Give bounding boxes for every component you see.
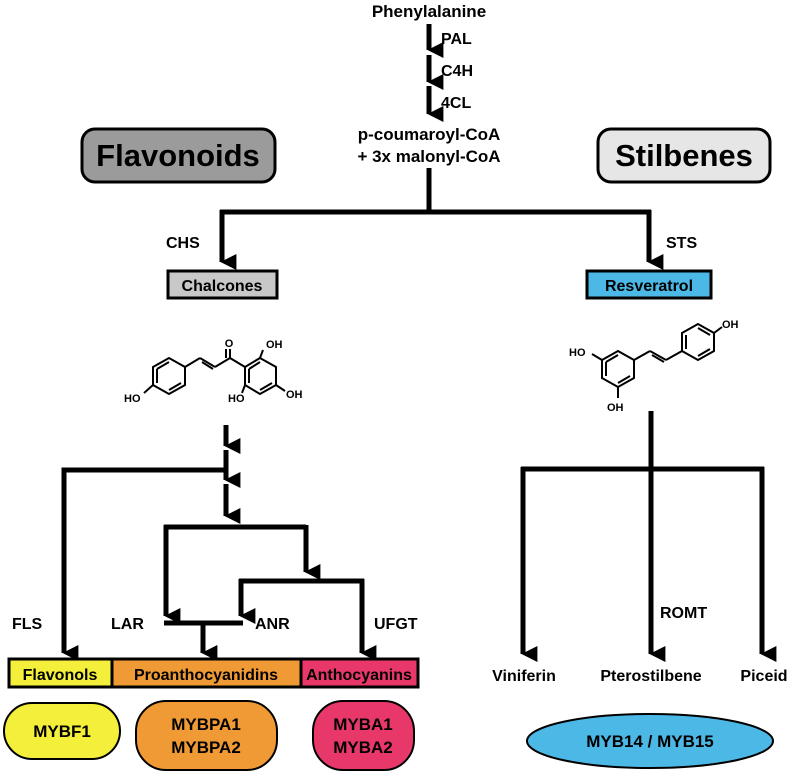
c4h-label: C4H: [441, 63, 473, 80]
precursor-line1: p-coumaroyl-CoA: [358, 125, 501, 144]
myba1-label: MYBA1: [333, 715, 393, 734]
mybf1-label: MYBF1: [33, 722, 91, 741]
mybpa2-label: MYBPA2: [171, 738, 241, 757]
4cl-label: 4CL: [441, 95, 471, 112]
myb14-15-label: MYB14 / MYB15: [586, 732, 714, 751]
stilbenes-box: [596, 127, 772, 184]
romt-label: ROMT: [660, 605, 707, 622]
mybf1-pill: [3, 702, 121, 760]
lar-label: LAR: [111, 616, 144, 633]
proanthocyanidins-box: [112, 659, 301, 687]
chalcone-carbonyl-o: O: [225, 338, 234, 350]
resveratrol-structure: [591, 322, 723, 398]
pterostilbene-label: Pterostilbene: [600, 668, 701, 685]
chalcones-box: [166, 269, 279, 300]
product-bar-outline: [7, 657, 420, 689]
resveratrol-label: Resveratrol: [605, 278, 693, 295]
resveratrol-oh-bottom: OH: [607, 402, 624, 414]
proanthocyanidins-label: Proanthocyanidins: [134, 667, 278, 684]
pal-label: PAL: [441, 31, 472, 48]
resveratrol-ho-left: HO: [569, 347, 586, 359]
flavonoids-label: Flavonoids: [96, 138, 260, 173]
myba-pill: [312, 700, 415, 771]
resveratrol-oh-top: OH: [722, 319, 739, 331]
anthocyanins-label: Anthocyanins: [306, 667, 412, 684]
chalcone-oh-top: OH: [266, 339, 283, 351]
flavonols-box: [9, 659, 112, 687]
resveratrol-box: [585, 269, 713, 300]
stilbene-branch-lines: [520, 411, 777, 663]
flavonols-label: Flavonols: [23, 667, 98, 684]
sts-label: STS: [666, 235, 697, 252]
fls-arrow: [61, 467, 226, 662]
ufgt-label: UFGT: [374, 616, 418, 633]
phenylalanine-label: Phenylalanine: [372, 2, 486, 21]
chs-label: CHS: [166, 235, 200, 252]
resveratrol-ring-a: [601, 349, 635, 389]
piceid-label: Piceid: [740, 668, 787, 685]
chalcone-oh-right: OH: [286, 389, 303, 401]
flavonoids-box: [80, 127, 277, 184]
anr-label: ANR: [255, 616, 290, 633]
chalcone-ho-bottom: HO: [228, 393, 245, 405]
myb14-15-ellipse: [526, 713, 774, 769]
mybpa-pill: [135, 700, 278, 771]
chalcone-ho-left: HO: [124, 393, 141, 405]
flavonoid-branch-lines: [61, 425, 377, 662]
anthocyanins-box: [301, 659, 418, 687]
fls-label: FLS: [12, 616, 43, 633]
viniferin-label: Viniferin: [492, 668, 556, 685]
stilbenes-label: Stilbenes: [615, 138, 753, 173]
myba2-label: MYBA2: [333, 738, 393, 757]
precursor-line2: + 3x malonyl-CoA: [357, 147, 500, 166]
chalcone-structure: [143, 349, 286, 396]
chalcones-label: Chalcones: [182, 278, 263, 295]
mybpa1-label: MYBPA1: [171, 715, 241, 734]
split-lines: [219, 168, 664, 271]
